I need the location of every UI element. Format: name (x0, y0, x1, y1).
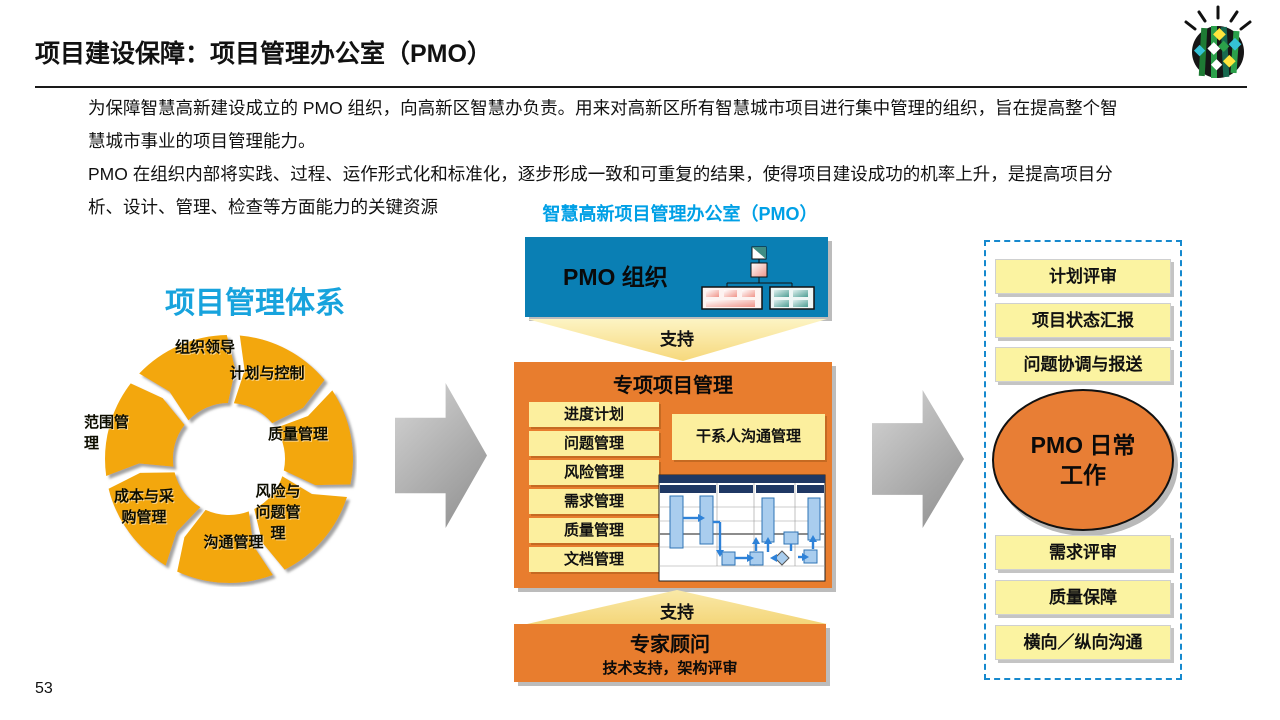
title-divider (35, 86, 1247, 88)
pmo-org-box: PMO 组织 (525, 237, 828, 317)
process-flowchart-icon (658, 474, 826, 582)
right-item-issue-coord: 问题协调与报送 (995, 347, 1171, 382)
donut-label-quality: 质量管理 (267, 426, 328, 443)
pmo-org-label: PMO 组织 (563, 264, 668, 290)
company-logo-icon (1184, 5, 1252, 78)
intro-paragraphs: 为保障智慧高新建设成立的 PMO 组织，向高新区智慧办负责。用来对高新区所有智慧… (88, 92, 1198, 224)
proj-item-document: 文档管理 (529, 547, 659, 572)
expert-advisor-box: 专家顾问 技术支持，架构评审 (514, 624, 826, 682)
intro-line: 慧城市事业的项目管理能力。 (88, 131, 316, 151)
donut-label-comm: 沟通管理 (203, 534, 264, 551)
donut-label-cost: 成本与采 购管理 (113, 488, 174, 526)
intro-line: PMO 在组织内部将实践、过程、运作形式化和标准化，逐步形成一致和可重复的结果，… (88, 164, 1113, 184)
flow-arrow-right-icon (872, 390, 964, 528)
stakeholder-comm-box: 干系人沟通管理 (672, 414, 825, 460)
proj-item-quality: 质量管理 (529, 518, 659, 543)
donut-label-risk: 风险与 问题管 理 (255, 483, 301, 542)
page-title: 项目建设保障：项目管理办公室（PMO） (35, 40, 492, 68)
special-project-mgmt-box: 专项项目管理 进度计划 问题管理 风险管理 需求管理 质量管理 文档管理 干系人… (514, 362, 832, 588)
right-item-plan-review: 计划评审 (995, 259, 1171, 294)
pmo-daily-work-panel: 计划评审 项目状态汇报 问题协调与报送 PMO 日常 工作 需求评审 质量保障 … (984, 240, 1182, 680)
expert-title: 专家顾问 (630, 634, 710, 656)
proj-item-risk: 风险管理 (529, 460, 659, 485)
donut-label-plan-control: 计划与控制 (229, 365, 305, 382)
intro-line: 析、设计、管理、检查等方面能力的关键资源 (88, 197, 438, 217)
proj-item-issue: 问题管理 (529, 431, 659, 456)
support-top-label: 支持 (660, 330, 694, 349)
special-project-mgmt-title: 专项项目管理 (613, 375, 733, 397)
right-item-demand-review: 需求评审 (995, 535, 1171, 570)
proj-item-demand: 需求管理 (529, 489, 659, 514)
pmo-daily-work-ellipse: PMO 日常 工作 (992, 389, 1174, 531)
right-item-comm: 横向／纵向沟通 (995, 625, 1171, 660)
proj-item-schedule: 进度计划 (529, 402, 659, 427)
project-management-cycle-chart (105, 335, 354, 583)
donut-label-org-lead: 组织领导 (174, 339, 235, 356)
expert-subtitle: 技术支持，架构评审 (602, 660, 738, 677)
org-chart-icon (701, 246, 815, 310)
page-number: 53 (35, 680, 53, 697)
intro-line: 为保障智慧高新建设成立的 PMO 组织，向高新区智慧办负责。用来对高新区所有智慧… (88, 98, 1118, 118)
flow-arrow-left-icon (395, 383, 487, 528)
donut-label-scope: 范围管 理 (84, 414, 130, 452)
pmo-heading: 智慧高新项目管理办公室（PMO） (542, 204, 818, 224)
right-item-status-report: 项目状态汇报 (995, 303, 1171, 338)
donut-title: 项目管理体系 (165, 287, 345, 320)
support-bottom-label: 支持 (660, 603, 694, 622)
right-item-quality-assurance: 质量保障 (995, 580, 1171, 615)
